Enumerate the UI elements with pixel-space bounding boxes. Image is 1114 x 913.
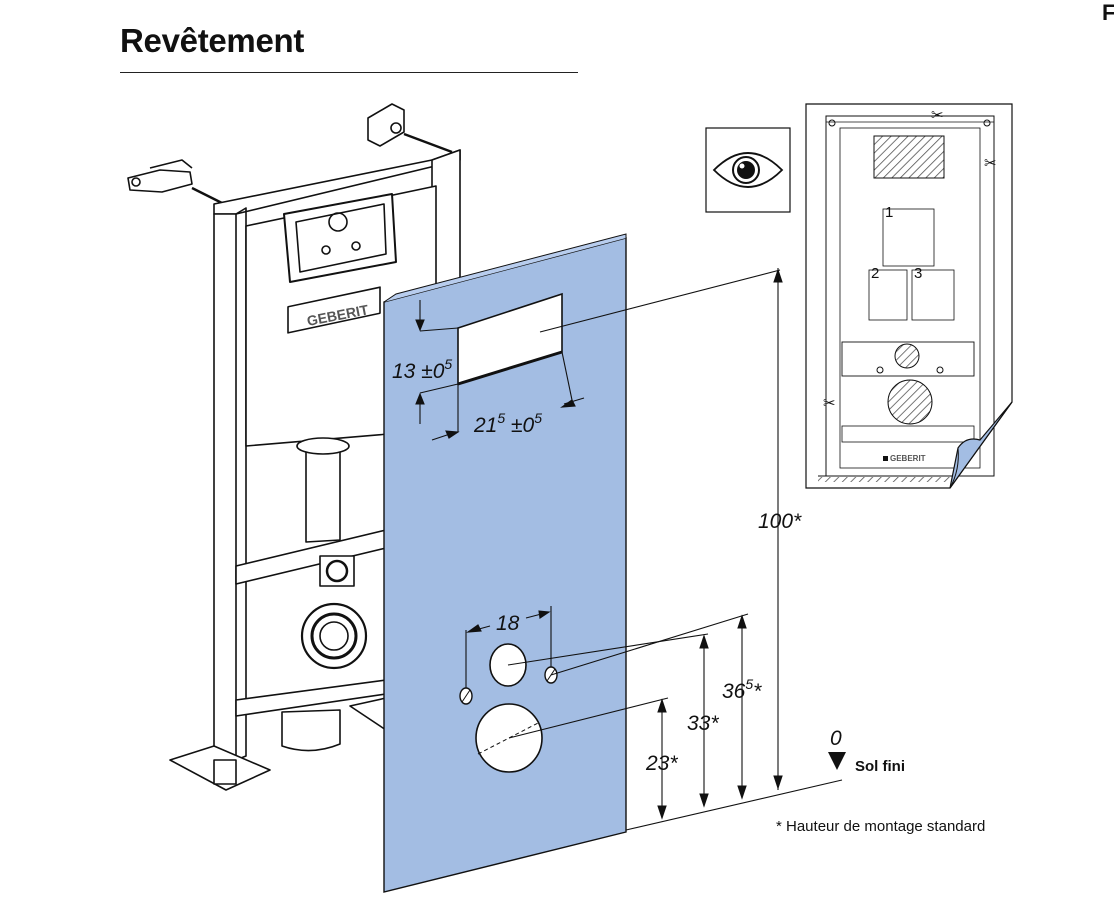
cladding-panel: [383, 233, 627, 893]
fixing-hole-left: [459, 687, 473, 705]
installation-frame: [127, 103, 461, 791]
right-wall-bracket: [367, 103, 453, 154]
corner-letter: F: [1102, 0, 1114, 25]
scissors-icon-right: ✂: [984, 155, 997, 172]
cutout-height-label: 13 ±05: [392, 356, 452, 383]
cutout-width-label: 215 ±05: [473, 410, 542, 437]
floor-arrow-icon: [828, 752, 846, 770]
footnote: * Hauteur de montage standard: [776, 818, 985, 835]
template-box-1: 1: [885, 204, 893, 221]
scissors-icon: ✂: [931, 107, 944, 124]
hole-spacing-label: 18: [496, 612, 520, 635]
page-curl-icon: [949, 401, 1013, 489]
template-brand-logo: GEBERIT: [890, 454, 926, 463]
left-wall-bracket: [127, 159, 233, 210]
height-33-label: 33*: [687, 712, 719, 735]
height-36-label: 365*: [722, 676, 762, 703]
floor-label: Sol fini: [855, 758, 905, 775]
floor-zero-label: 0: [830, 727, 842, 750]
page-title: Revêtement: [120, 22, 305, 59]
dimension-lines: [415, 268, 843, 831]
total-height-label: 100*: [758, 510, 802, 533]
mounting-template-sheet: 1 2 3 ✂ ✂ ✂ GEBERIT: [805, 103, 1013, 489]
view-box: [705, 127, 791, 213]
template-box-3: 3: [914, 265, 922, 282]
height-23-label: 23*: [645, 752, 678, 775]
template-box-2: 2: [871, 265, 879, 282]
title-divider: [120, 72, 578, 73]
eye-icon: [712, 152, 784, 188]
scissors-icon-left: ✂: [823, 395, 836, 412]
